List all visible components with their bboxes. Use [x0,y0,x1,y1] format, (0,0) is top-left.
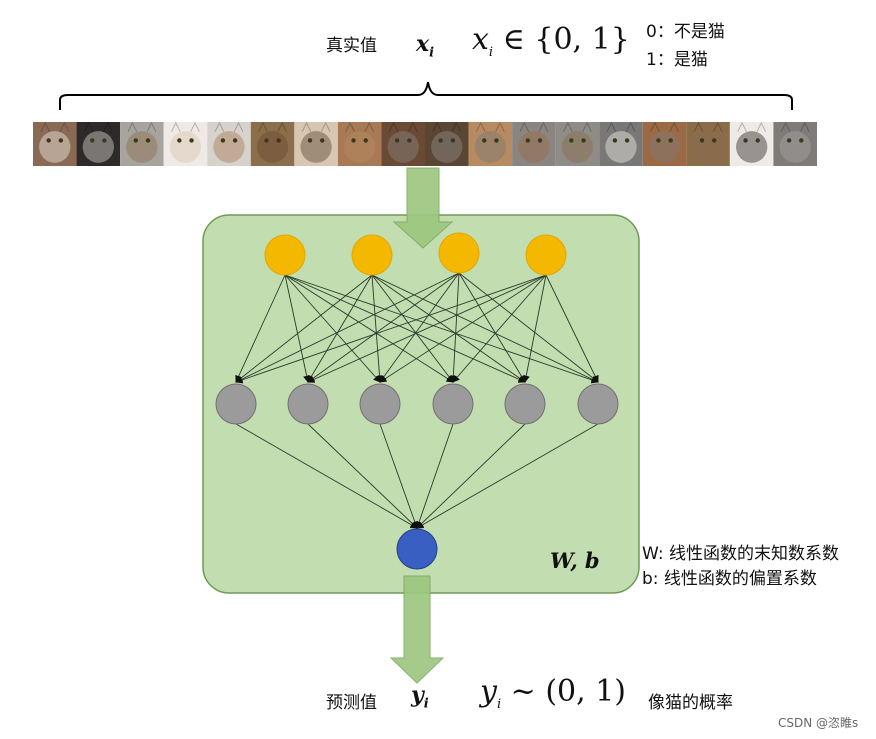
cat-photo [773,121,817,166]
params-label: W, b [550,548,600,573]
edge [284,274,454,383]
edge [458,272,526,383]
watermark: CSDN @恣睢s [778,716,859,730]
edge [379,423,419,529]
edge [449,272,460,383]
true-value-label: 真实值 [326,36,377,56]
cat-photo [120,121,164,166]
hidden-node [215,383,257,425]
predicted-value-formula: yi ~ (0, 1) [480,674,626,712]
cat-photo [381,121,425,166]
cat-photo [207,121,251,166]
edge [307,272,460,383]
network-nodes [215,232,619,570]
edge [235,274,286,383]
input-node [525,234,567,276]
edge [545,274,599,383]
probability-desc: 像猫的概率 [648,693,733,713]
cat-photo [425,121,469,166]
output-node [396,528,438,570]
edge [452,274,547,383]
cat-image-strip [33,121,817,166]
true-value-var: xi [416,31,435,61]
edge [458,272,599,383]
edge [522,274,547,383]
cat-photo [294,121,338,166]
legend-not-cat: 0：不是猫 [646,22,725,42]
true-value-formula: xi ∈ {0, 1} [472,22,630,60]
cat-photo [686,121,730,166]
edge [371,274,384,383]
input-node [351,234,393,276]
edge [235,423,418,529]
edge [235,272,460,383]
edge [284,274,526,383]
output-arrow [389,575,445,684]
edge [379,274,547,383]
edge [415,423,454,529]
cat-photo [76,121,121,166]
edge [235,274,547,384]
edge [371,274,526,383]
edge [416,423,526,529]
curly-brace [59,81,793,110]
cat-photo [468,121,513,166]
cat-photo [642,121,687,166]
hidden-node [359,383,401,425]
legend-cat: 1：是猫 [646,50,708,70]
edge [379,272,460,383]
cat-photo [555,121,600,166]
hidden-node [432,383,474,425]
predicted-value-label: 预测值 [326,693,377,713]
input-arrow [392,167,454,249]
edge [371,274,599,383]
note-w: W: 线性函数的末知数系数 [642,544,839,564]
edge [416,423,599,529]
edge [284,274,599,384]
cat-photo [33,121,77,166]
edge [235,274,373,383]
hidden-node [287,383,329,425]
edge [284,274,311,383]
input-node [438,232,480,274]
cat-photo [512,121,556,166]
network-edges [235,272,599,529]
edge [371,274,454,383]
edge [307,423,418,529]
edge [307,274,547,383]
cat-photo [729,121,774,166]
note-b: b: 线性函数的偏置系数 [642,569,817,589]
hidden-node [577,383,619,425]
edge [284,274,381,383]
edge [307,274,373,383]
cat-photo [163,121,208,166]
input-node [264,234,306,276]
predicted-value-var: yi [411,682,429,712]
hidden-node [504,383,546,425]
cat-photo [599,121,643,166]
cat-photo [337,121,382,166]
cat-photo [250,121,295,166]
